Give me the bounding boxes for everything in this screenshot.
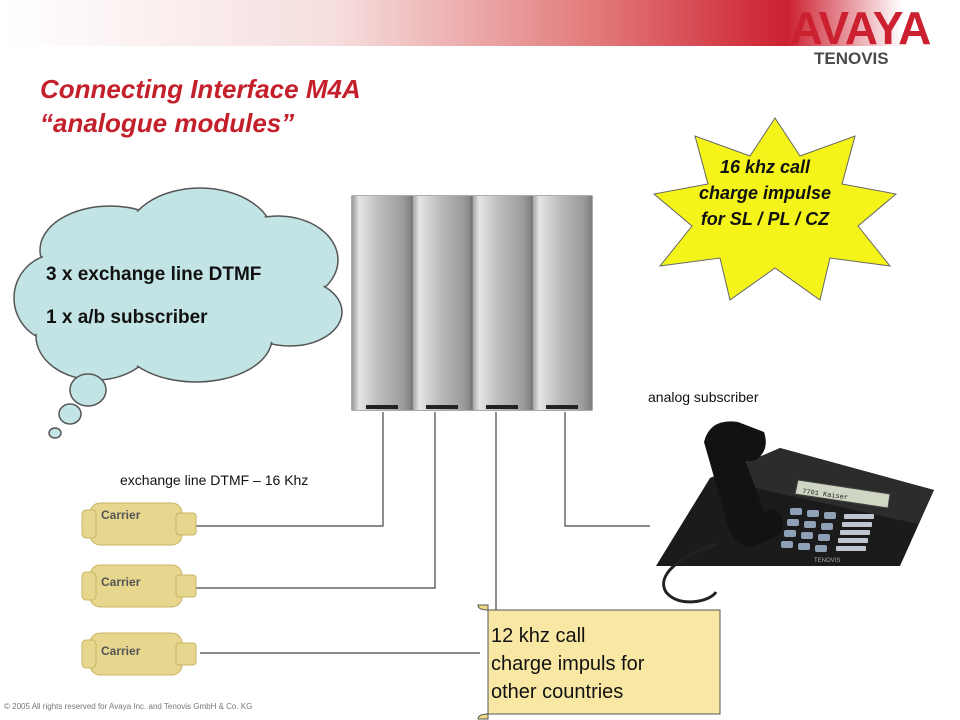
scroll-line-2: charge impuls for xyxy=(491,653,645,675)
module-slot-3 xyxy=(472,196,532,410)
cloud-line-2: 1 x a/b subscriber xyxy=(46,307,208,328)
phone-keypad xyxy=(781,508,836,552)
module-slot-2 xyxy=(412,196,472,410)
scroll-note-text: 12 khz call charge impuls for other coun… xyxy=(491,622,644,706)
module-ports xyxy=(366,405,578,409)
header-bar xyxy=(0,0,960,46)
phone-brand: TENOVIS xyxy=(814,558,840,564)
carrier-label-1: Carrier xyxy=(101,508,141,522)
carrier-label-2: Carrier xyxy=(101,575,141,589)
title-line-1: Connecting Interface M4A xyxy=(40,74,361,104)
line-carrier-2 xyxy=(195,412,436,589)
thought-cloud xyxy=(13,187,343,439)
carrier-icon xyxy=(81,564,197,608)
carrier-label-3: Carrier xyxy=(101,644,141,658)
starburst-shape xyxy=(652,117,898,301)
title-line-2: “analogue modules” xyxy=(40,108,295,138)
avaya-tenovis-logo: AVAYA TENOVIS xyxy=(790,4,932,68)
phone-cord xyxy=(662,542,719,604)
phone-display xyxy=(794,479,891,509)
cloud-fill xyxy=(16,190,340,380)
module-slot-1 xyxy=(352,196,412,410)
line-carrier-1 xyxy=(195,412,384,527)
logo-brand: AVAYA xyxy=(790,4,931,54)
analog-subscriber-label: analog subscriber xyxy=(648,389,759,405)
handset-icon xyxy=(704,421,783,547)
scroll-note xyxy=(477,604,721,720)
scroll-line-1: 12 khz call xyxy=(491,625,586,647)
exchange-line-label: exchange line DTMF – 16 Khz xyxy=(120,472,309,488)
slide-title: Connecting Interface M4A “analogue modul… xyxy=(40,72,361,140)
m4a-module xyxy=(351,195,593,411)
starburst-text: 16 khz call charge impulse for SL / PL /… xyxy=(698,157,832,229)
thought-bubbles xyxy=(48,373,107,439)
module-slot-4 xyxy=(532,196,592,410)
cloud-line-1: 3 x exchange line DTMF xyxy=(46,264,262,285)
phone-function-keys xyxy=(836,514,874,551)
line-analog-subscriber xyxy=(564,412,650,527)
logo-sub: TENOVIS xyxy=(814,49,889,68)
footer-copyright: © 2005 All rights reserved for Avaya Inc… xyxy=(4,702,253,711)
carrier-icon xyxy=(81,502,197,546)
telephone-icon: 7701 Kaiser TENOVIS xyxy=(656,421,934,604)
carrier-icon xyxy=(81,632,197,676)
scroll-line-3: other countries xyxy=(491,681,624,703)
